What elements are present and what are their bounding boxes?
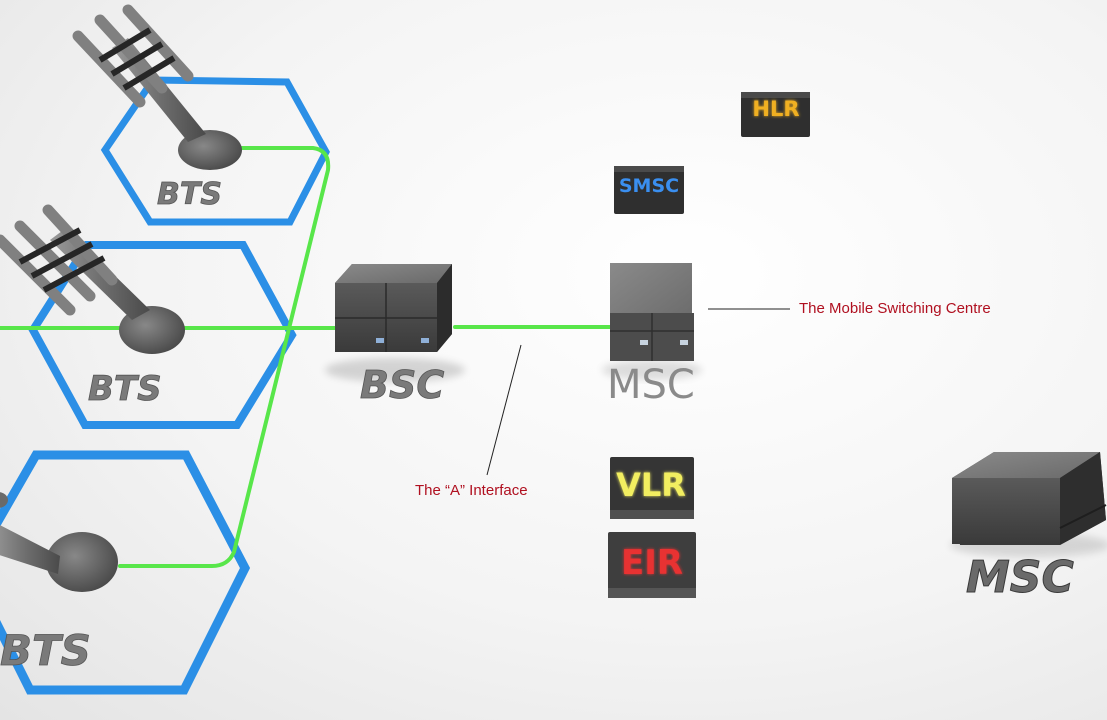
callout-a-interface: The “A” Interface: [415, 344, 528, 499]
bts-label-top: BTS: [157, 177, 222, 212]
bts-label-bottom: BTS: [0, 626, 91, 675]
eir-label: EIR: [621, 543, 683, 583]
bts-antenna-bottom: [0, 492, 118, 592]
cell-hexagon-bottom: [0, 450, 251, 695]
vlr-box: VLR: [610, 457, 694, 519]
hlr-box: HLR: [741, 92, 810, 137]
msc-remote-label: MSC: [966, 552, 1074, 603]
callout-a-interface-text: The “A” Interface: [415, 482, 528, 499]
bsc-node: BSC: [325, 264, 465, 407]
smsc-box: SMSC: [614, 166, 684, 214]
callout-msc: The Mobile Switching Centre: [708, 300, 991, 317]
bts-antenna-middle: [0, 204, 185, 354]
msc-main-label: MSC: [607, 362, 695, 408]
network-links: [0, 146, 612, 568]
eir-box: EIR: [608, 532, 696, 598]
bts-antenna-top: [72, 4, 242, 170]
bsc-label: BSC: [360, 363, 444, 407]
callout-msc-text: The Mobile Switching Centre: [799, 300, 991, 317]
msc-remote-node: MSC: [950, 452, 1107, 604]
bts-labels: BTS BTS BTS: [0, 177, 222, 676]
bts-label-middle: BTS: [88, 369, 162, 409]
link-bts-top: [118, 146, 331, 568]
vlr-label: VLR: [616, 466, 686, 504]
msc-main-node: MSC: [602, 263, 702, 408]
hlr-label: HLR: [752, 97, 799, 121]
smsc-label: SMSC: [619, 175, 679, 197]
